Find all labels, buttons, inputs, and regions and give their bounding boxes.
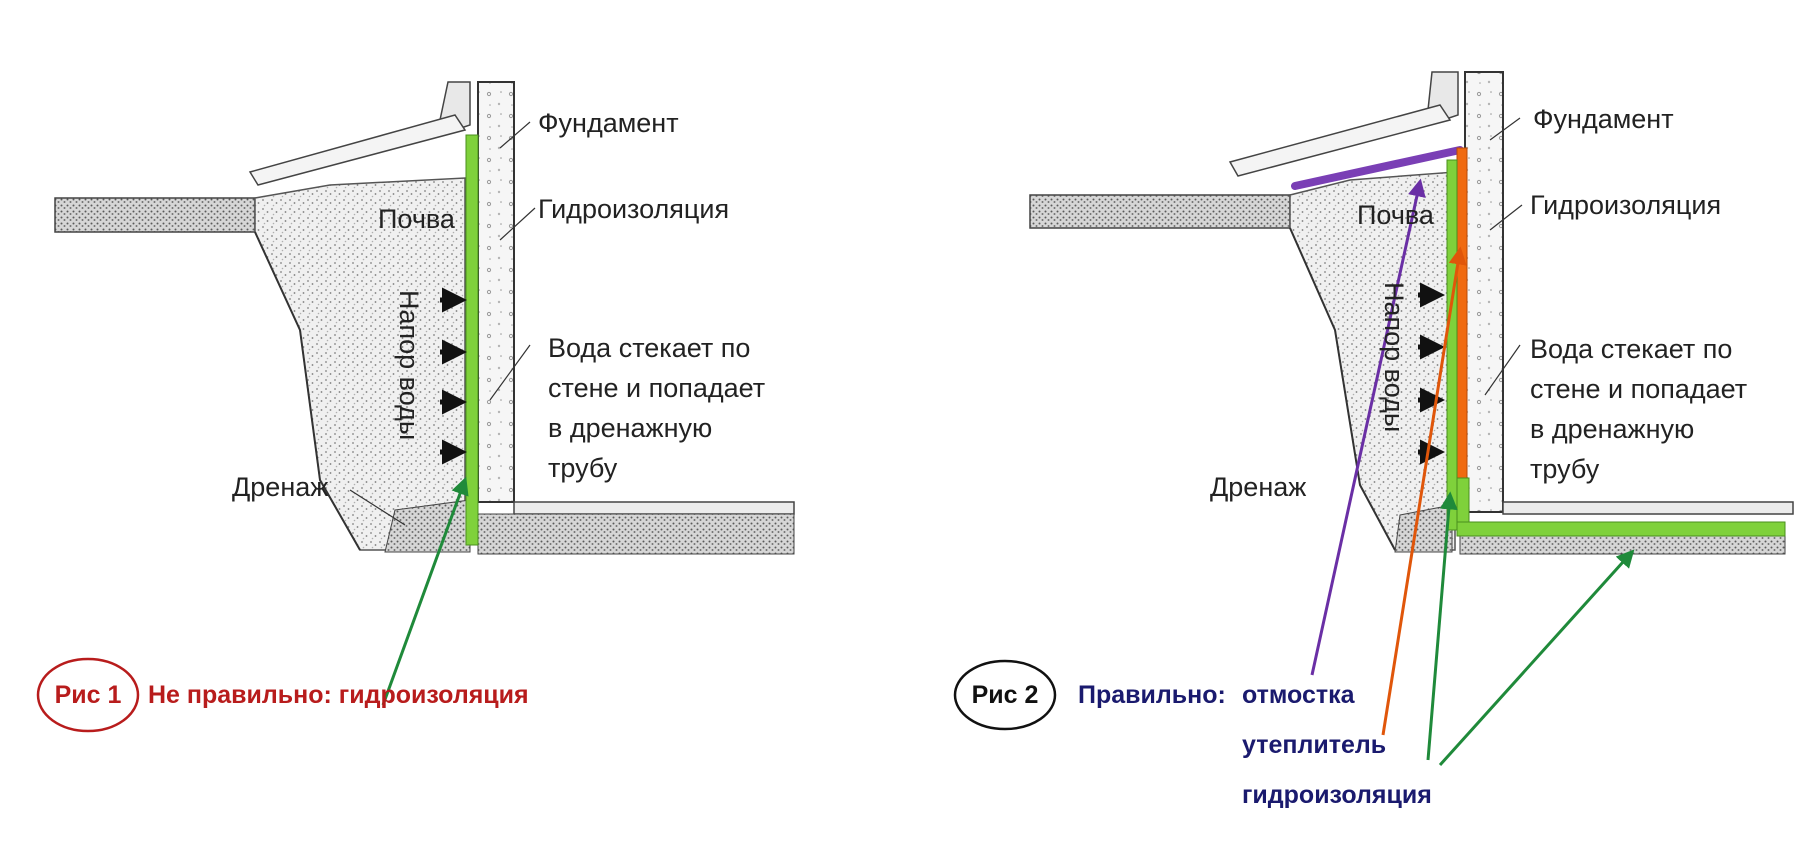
caption-2-item-blind-area: отмостка: [1242, 681, 1356, 709]
label-water-pressure: Напор воды: [1379, 282, 1409, 432]
trench-outline: [254, 231, 361, 551]
label-water-runs-4: трубу: [548, 453, 618, 483]
insulation-pointer: [1381, 246, 1467, 736]
blind-area-pointer: [1310, 178, 1426, 676]
leader-lines-1: [349, 121, 536, 526]
waterproofing-pointer-floor: [1438, 549, 1635, 767]
foundation-wall: [477, 81, 515, 503]
ground-surface: [1029, 194, 1291, 229]
label-water-runs-2: стене и попадает: [1530, 374, 1747, 404]
caption-1-oval: [36, 657, 140, 733]
label-water-pressure: Напор воды: [394, 290, 424, 440]
label-waterproofing: Гидроизоляция: [538, 194, 729, 224]
label-water-runs-4: трубу: [1530, 454, 1600, 484]
caption-2-oval: [953, 659, 1057, 731]
floor-base: [1459, 535, 1786, 555]
label-water-runs-3: в дренажную: [548, 413, 712, 443]
figure-2: Фундамент Почва Гидроизоляция Напор воды…: [953, 71, 1794, 809]
foundation-wall: [1464, 71, 1504, 513]
water-pressure-arrows: [440, 287, 467, 465]
floor-slab: [1502, 501, 1794, 515]
splash-board: [248, 114, 467, 186]
waterproofing-pointer: [381, 476, 469, 706]
insulation-layer: [1456, 147, 1468, 479]
drainage-gravel: [384, 499, 471, 553]
caption-2-item-insulation: утеплитель: [1242, 731, 1386, 759]
waterproofing-pointer-wall: [1426, 491, 1458, 761]
label-drainage: Дренаж: [1210, 472, 1306, 502]
label-foundation: Фундамент: [1533, 104, 1674, 134]
ground-surface: [54, 197, 256, 233]
label-drainage: Дренаж: [232, 472, 328, 502]
figure-1: Фундамент Почва Гидроизоляция Напор воды…: [36, 81, 795, 733]
leader-lines-2: [1484, 117, 1523, 396]
caption-2-number: Рис 2: [972, 681, 1039, 709]
label-water-runs-3: в дренажную: [1530, 414, 1694, 444]
label-waterproofing: Гидроизоляция: [1530, 190, 1721, 220]
waterproofing-layer-horizontal: [1456, 521, 1786, 537]
label-water-runs-1: Вода стекает по: [1530, 334, 1732, 364]
caption-1-text: Не правильно: гидроизоляция: [148, 681, 529, 709]
waterproofing-layer: [465, 134, 479, 546]
splash-board: [1228, 104, 1452, 177]
label-soil: Почва: [1357, 200, 1435, 230]
label-water-runs-2: стене и попадает: [548, 373, 765, 403]
waterproofing-layer-vertical: [1446, 159, 1458, 531]
label-foundation: Фундамент: [538, 108, 679, 138]
caption-1-number: Рис 1: [55, 681, 122, 709]
drainage-gravel: [1394, 504, 1453, 553]
label-water-runs-1: Вода стекает по: [548, 333, 750, 363]
floor-slab: [513, 501, 795, 515]
caption-2-text: Правильно:: [1078, 681, 1226, 709]
blind-area-layer: [1291, 146, 1464, 190]
label-soil: Почва: [378, 204, 456, 234]
floor-base: [477, 513, 795, 555]
trench-outline: [1289, 227, 1396, 551]
caption-2-item-waterproofing: гидроизоляция: [1242, 781, 1432, 809]
